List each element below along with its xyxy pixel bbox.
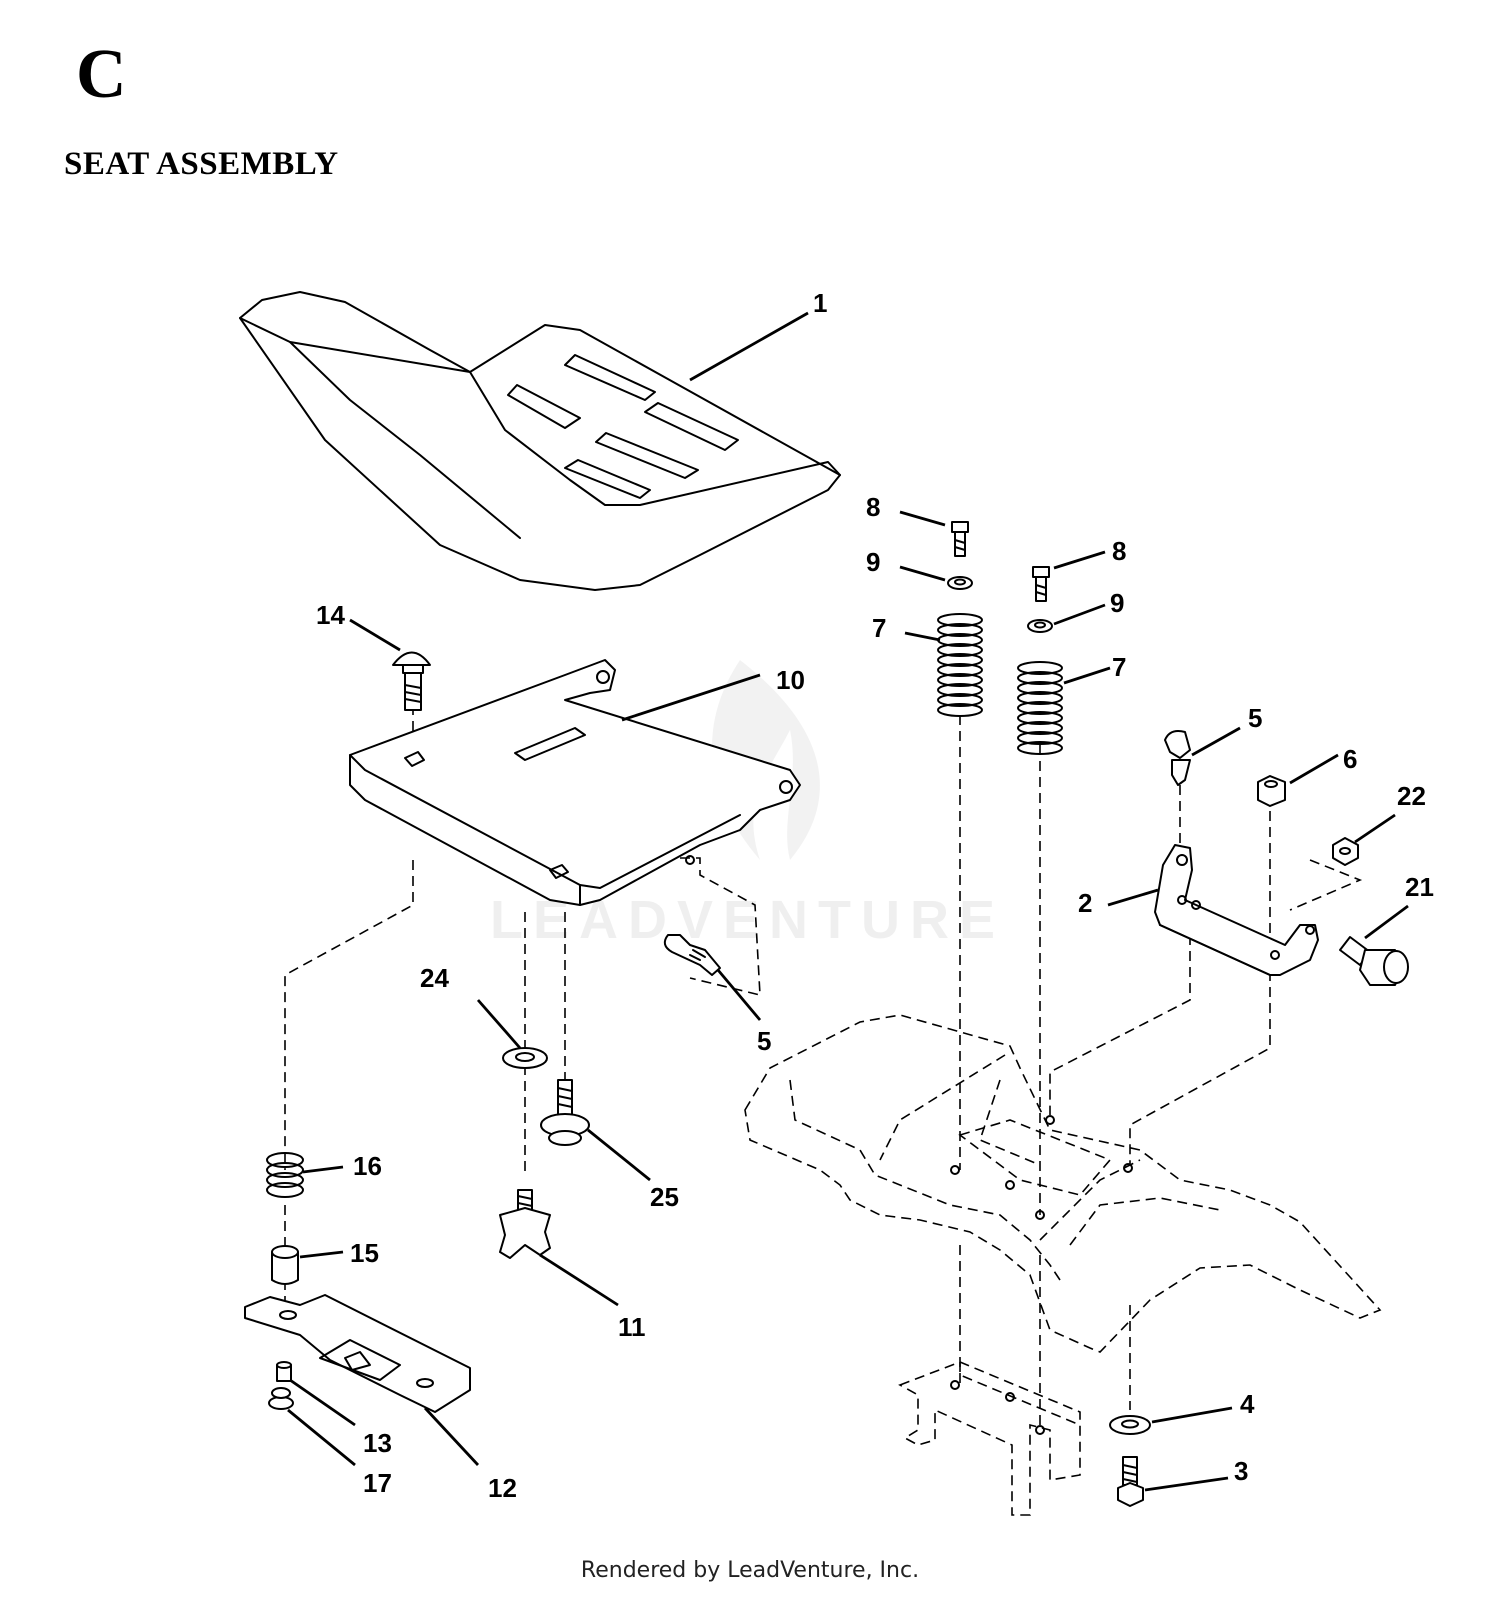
seat [239, 291, 841, 591]
callout-small-spring: 16 [353, 1151, 382, 1181]
washer-left [947, 576, 973, 590]
carriage-bolt [392, 651, 431, 711]
adjust-plate [244, 1294, 471, 1413]
clip-lower [663, 934, 721, 976]
callout-pan-washer: 24 [420, 963, 449, 993]
callout-spacer: 15 [350, 1238, 379, 1268]
bracket-nut [1257, 775, 1286, 807]
small-nut [1332, 837, 1359, 866]
callout-knob: 11 [618, 1312, 646, 1342]
callout-small-nut: 22 [1397, 781, 1426, 811]
callout-adjust-plate: 12 [488, 1473, 517, 1503]
callout-spring-left: 7 [872, 613, 886, 643]
pivot-bracket [1154, 844, 1319, 976]
shoulder-bolt [1339, 936, 1409, 986]
small-spacer [276, 1361, 292, 1382]
callout-spring-right: 7 [1112, 652, 1126, 682]
callout-carriage-bolt: 14 [316, 600, 345, 630]
shoulder-screw [540, 1079, 590, 1146]
pan-washer [502, 1047, 548, 1069]
footer-credit: Rendered by LeadVenture, Inc. [580, 1558, 920, 1583]
callout-rear-washer: 4 [1240, 1389, 1255, 1419]
rear-bolt [1117, 1456, 1144, 1507]
spring-left [937, 613, 983, 717]
callout-shoulder-screw: 25 [650, 1182, 679, 1212]
callout-numbers: 1 10 14 24 25 11 16 15 13 17 12 5 8 9 7 … [316, 288, 1434, 1503]
callout-seat-pan: 10 [776, 665, 805, 695]
tractor-frame [744, 1014, 1382, 1516]
screw-right [1032, 566, 1050, 602]
screw-left [951, 521, 969, 557]
washer-right [1027, 619, 1053, 633]
callout-rear-bolt: 3 [1234, 1456, 1248, 1486]
callout-washer-right: 9 [1110, 588, 1124, 618]
callout-bracket-nut: 6 [1343, 744, 1357, 774]
assembly-lines [284, 705, 1363, 1430]
section-title: SEAT ASSEMBLY [64, 146, 339, 182]
callout-seat: 1 [813, 288, 827, 318]
knob [499, 1189, 551, 1259]
callout-pivot-bracket: 2 [1078, 888, 1092, 918]
small-spring [266, 1152, 304, 1198]
callout-small-spacer: 13 [363, 1428, 392, 1458]
rear-washer [1109, 1415, 1151, 1435]
callout-flange-nut: 17 [363, 1468, 392, 1498]
leader-lines [287, 311, 1409, 1492]
callout-clip-lower: 5 [757, 1026, 771, 1056]
spacer [271, 1245, 299, 1285]
callout-washer-left: 9 [866, 547, 880, 577]
seat-pan [349, 659, 801, 906]
callout-clip-upper: 5 [1248, 703, 1262, 733]
flange-nut [268, 1387, 294, 1410]
spring-right [1017, 661, 1063, 755]
section-letter: C [76, 36, 127, 113]
callout-screw-left: 8 [866, 492, 880, 522]
callout-screw-right: 8 [1112, 536, 1126, 566]
callout-shoulder-bolt: 21 [1405, 872, 1434, 902]
clip-upper [1164, 730, 1191, 786]
